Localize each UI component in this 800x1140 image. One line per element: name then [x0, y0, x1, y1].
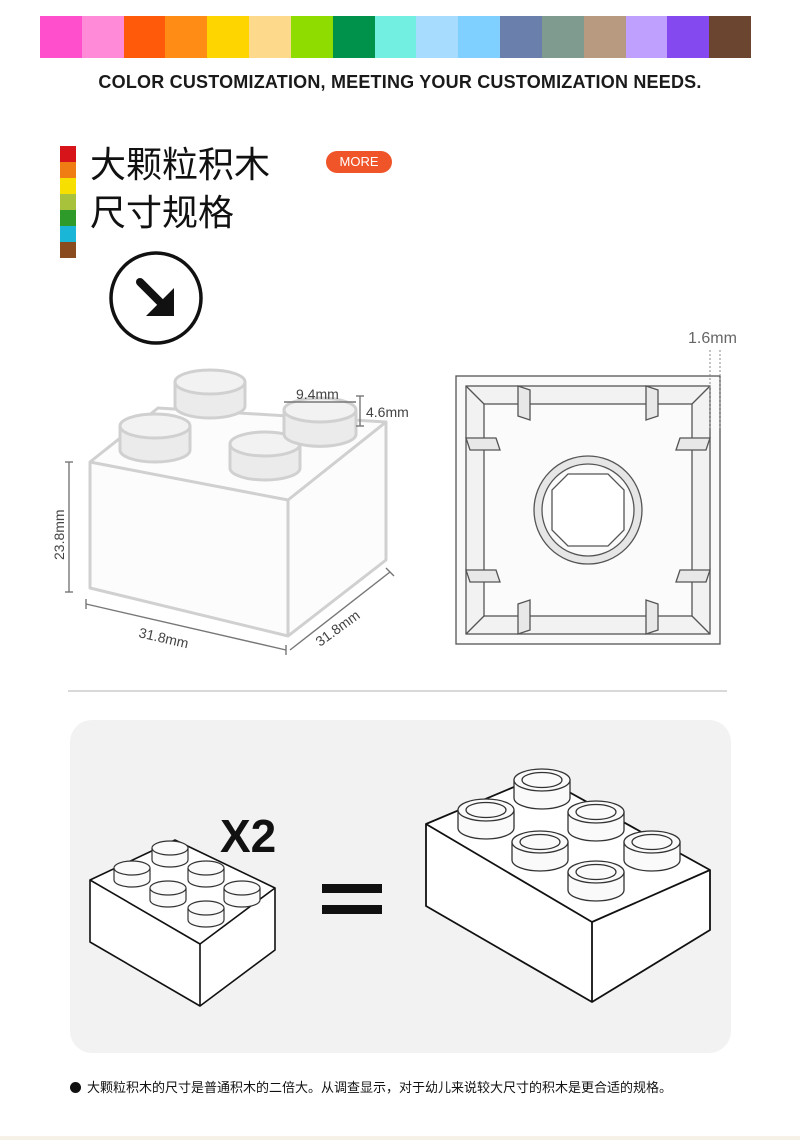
bottom-strip [0, 1136, 800, 1140]
footnote-text: 大颗粒积木的尺寸是普通积木的二倍大。从调查显示，对于幼儿来说较大尺寸的积木是更合… [87, 1081, 673, 1096]
wall-thickness-label: 1.6mm [688, 330, 737, 347]
color-swatch [123, 16, 166, 58]
color-swatch [583, 16, 626, 58]
comparison-illustration: X2 [89, 768, 711, 1007]
color-swatch [207, 16, 250, 58]
footnote: 大颗粒积木的尺寸是普通积木的二倍大。从调查显示，对于幼儿来说较大尺寸的积木是更合… [70, 1077, 672, 1096]
section-divider [68, 690, 727, 692]
color-swatch [332, 16, 375, 58]
color-bar-segment [60, 226, 76, 242]
color-bar-segment [60, 178, 76, 194]
color-swatch-strip [40, 16, 752, 58]
color-bar-segment [60, 210, 76, 226]
page-title: 大颗粒积木 尺寸规格 [90, 142, 270, 238]
size-comparison-panel: X2 [70, 720, 731, 1053]
color-swatch [374, 16, 417, 58]
color-swatch [458, 16, 501, 58]
brick-underside-diagram: 1.6mm [455, 330, 737, 645]
color-swatch [290, 16, 333, 58]
color-swatch [416, 16, 459, 58]
brick-dimension-diagram: 9.4mm 4.6mm 23.8mm 31.8mm 31.8mm [51, 368, 409, 655]
color-bar-segment [60, 146, 76, 162]
stud-height-label: 4.6mm [366, 404, 409, 420]
title-line-1: 大颗粒积木 [90, 145, 271, 186]
color-swatch [500, 16, 542, 58]
equals-icon [322, 884, 382, 914]
multiplier-label: X2 [220, 810, 276, 862]
tagline: COLOR CUSTOMIZATION, MEETING YOUR CUSTOM… [98, 72, 702, 92]
length-label: 31.8mm [137, 624, 190, 651]
bullet-icon [70, 1082, 81, 1093]
stud-diameter-label: 9.4mm [296, 386, 339, 402]
arrow-down-right-icon [108, 250, 204, 350]
color-bar-segment [60, 242, 76, 258]
color-swatch [541, 16, 584, 58]
color-swatch [667, 16, 710, 58]
color-swatch [40, 16, 82, 58]
color-swatch [81, 16, 124, 58]
color-swatch [165, 16, 208, 58]
color-bar-segment [60, 194, 76, 210]
color-swatch [249, 16, 291, 58]
small-brick-icon [89, 839, 276, 1007]
height-label: 23.8mm [51, 509, 67, 560]
title-color-bar [60, 146, 76, 258]
title-line-2: 尺寸规格 [90, 193, 235, 234]
more-button[interactable]: MORE [326, 151, 392, 173]
color-swatch [709, 16, 752, 58]
color-bar-segment [60, 162, 76, 178]
color-swatch [625, 16, 668, 58]
large-brick-icon [425, 768, 711, 1003]
